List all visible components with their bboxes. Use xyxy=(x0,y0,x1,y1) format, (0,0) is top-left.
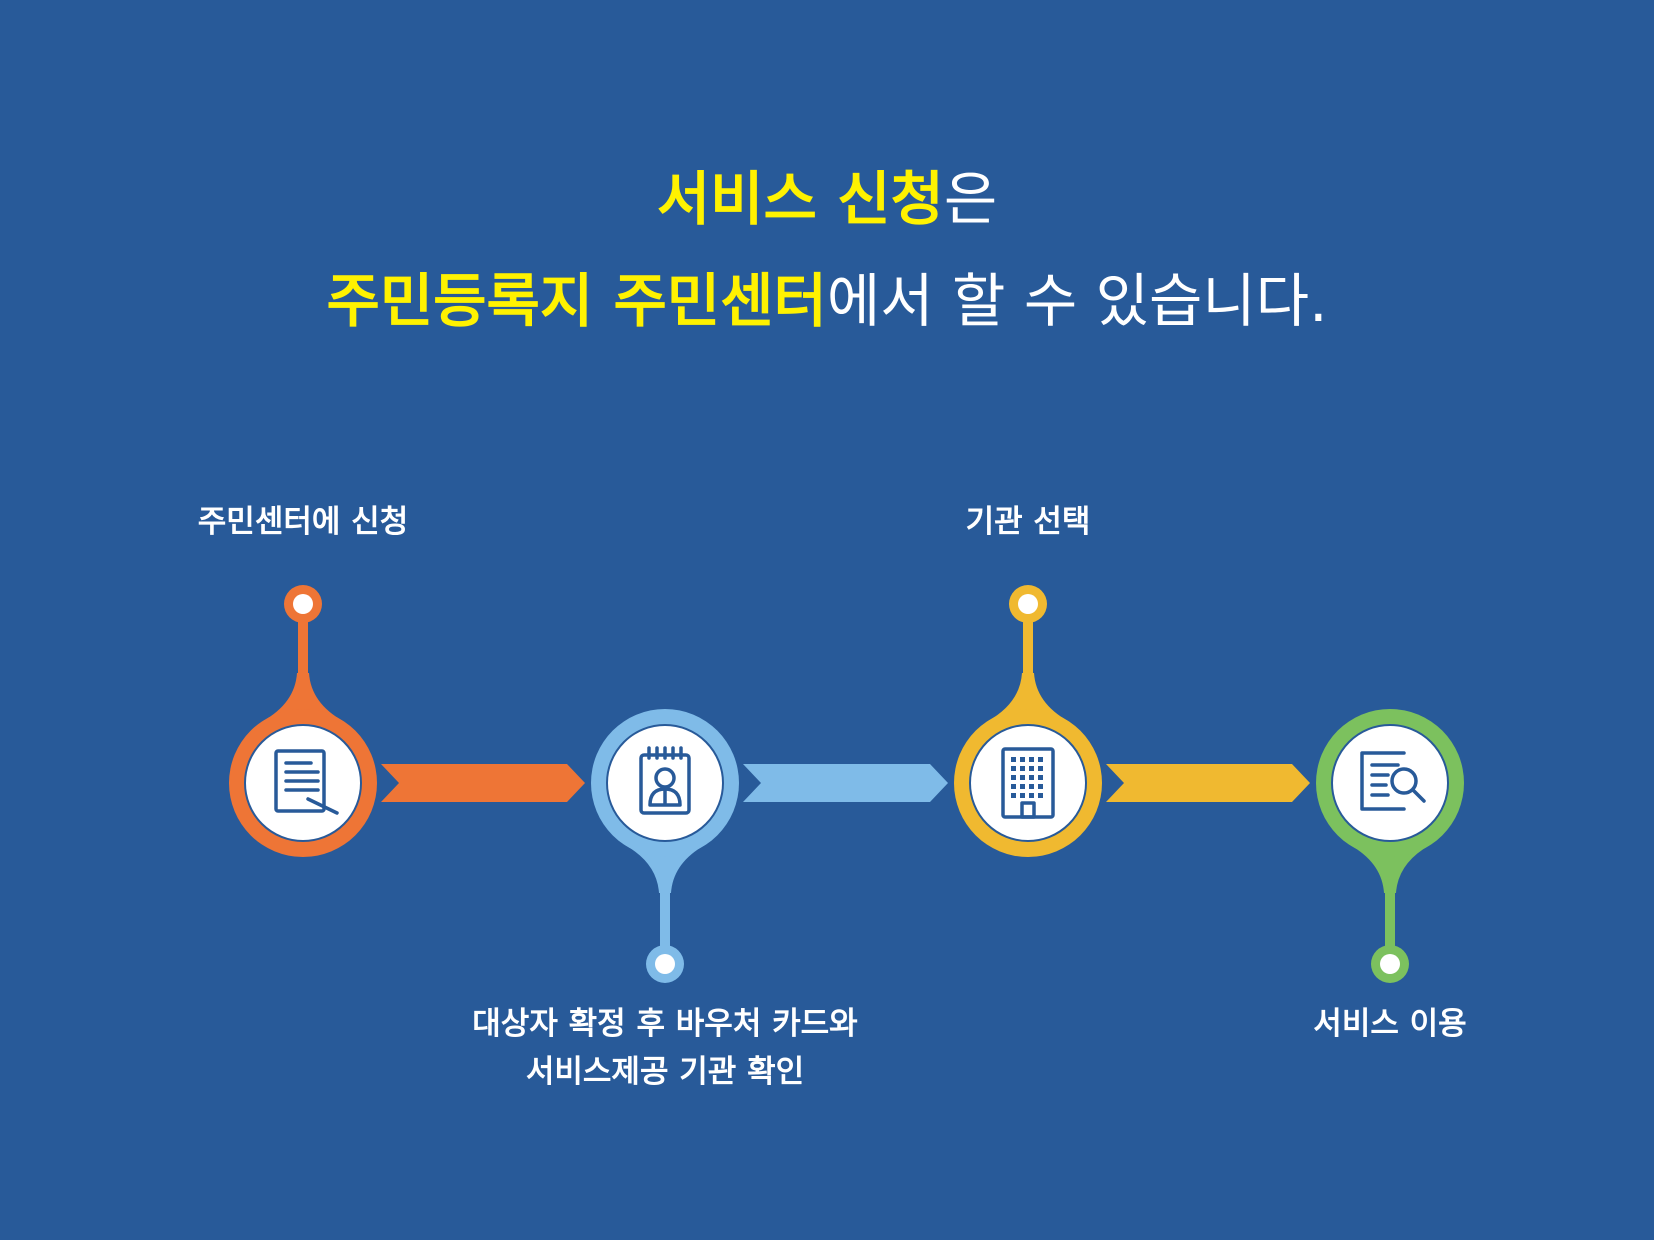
step-3 xyxy=(954,585,1102,857)
step-1-pin-dot xyxy=(293,594,313,614)
document-outline xyxy=(1360,751,1406,811)
magnifier-lens xyxy=(1390,767,1418,795)
building-window-13 xyxy=(1011,784,1016,789)
building-window-16 xyxy=(1038,784,1043,789)
step-1-label: 주민센터에 신청 xyxy=(3,498,603,546)
building-window-9 xyxy=(1011,775,1016,780)
document-search-icon xyxy=(1360,751,1426,811)
headline-line-2-rest: 에서 할 수 있습니다. xyxy=(826,267,1328,335)
step-1-disc xyxy=(244,724,362,842)
step-2-label-line-2: 서비스제공 기관 확인 xyxy=(525,1054,805,1090)
building-window-18 xyxy=(1020,793,1025,798)
building-window-6 xyxy=(1020,766,1025,771)
step-4-label: 서비스 이용 xyxy=(1090,1000,1654,1048)
step-4-disc xyxy=(1331,724,1449,842)
step-1-neck xyxy=(263,673,343,721)
step-2-disc xyxy=(606,724,724,842)
id-badge-icon xyxy=(639,746,691,815)
step-3-label: 기관 선택 xyxy=(728,498,1328,546)
building-window-12 xyxy=(1038,775,1043,780)
flow-arrow-3 xyxy=(1106,764,1310,802)
building-window-10 xyxy=(1020,775,1025,780)
step-2-label-line-1: 대상자 확정 후 바우처 카드와 xyxy=(472,1006,858,1042)
step-3-label-line-1: 기관 선택 xyxy=(965,504,1091,540)
headline-line-1: 서비스 신청은 xyxy=(0,170,1654,228)
building-window-2 xyxy=(1020,757,1025,762)
building-window-20 xyxy=(1038,793,1043,798)
building-window-8 xyxy=(1038,766,1043,771)
step-3-pin-dot xyxy=(1018,594,1038,614)
building-window-3 xyxy=(1029,757,1034,762)
building-icon xyxy=(1001,747,1055,819)
headline-line-1-highlight: 서비스 신청 xyxy=(656,165,944,233)
pen-line xyxy=(306,797,339,815)
building-window-15 xyxy=(1029,784,1034,789)
building-window-1 xyxy=(1011,757,1016,762)
step-4-neck xyxy=(1350,845,1430,893)
building-window-17 xyxy=(1011,793,1016,798)
step-4 xyxy=(1316,709,1464,983)
step-2-neck xyxy=(625,845,705,893)
building-window-19 xyxy=(1029,793,1034,798)
person-body xyxy=(648,787,682,807)
building-window-11 xyxy=(1029,775,1034,780)
magnifier-handle xyxy=(1411,788,1426,803)
building-window-7 xyxy=(1029,766,1034,771)
step-4-label-line-1: 서비스 이용 xyxy=(1313,1006,1467,1042)
flow-arrow-1 xyxy=(381,764,585,802)
headline-line-2: 주민등록지 주민센터에서 할 수 있습니다. xyxy=(0,272,1654,330)
flow-arrow-2 xyxy=(743,764,948,802)
building-window-4 xyxy=(1038,757,1043,762)
step-4-pin-dot xyxy=(1380,954,1400,974)
document-pen-icon xyxy=(274,749,339,815)
step-2 xyxy=(591,709,739,983)
step-1-label-line-1: 주민센터에 신청 xyxy=(197,504,409,540)
step-2-pin-dot xyxy=(655,954,675,974)
step-1 xyxy=(229,585,377,857)
document-outline xyxy=(274,749,326,813)
headline-line-1-rest: 은 xyxy=(943,165,998,233)
building-door xyxy=(1020,801,1036,819)
step-3-disc xyxy=(969,724,1087,842)
building-window-14 xyxy=(1020,784,1025,789)
building-window-5 xyxy=(1011,766,1016,771)
step-3-neck xyxy=(988,673,1068,721)
person-head xyxy=(654,767,676,789)
headline-line-2-highlight: 주민등록지 주민센터 xyxy=(326,267,827,335)
